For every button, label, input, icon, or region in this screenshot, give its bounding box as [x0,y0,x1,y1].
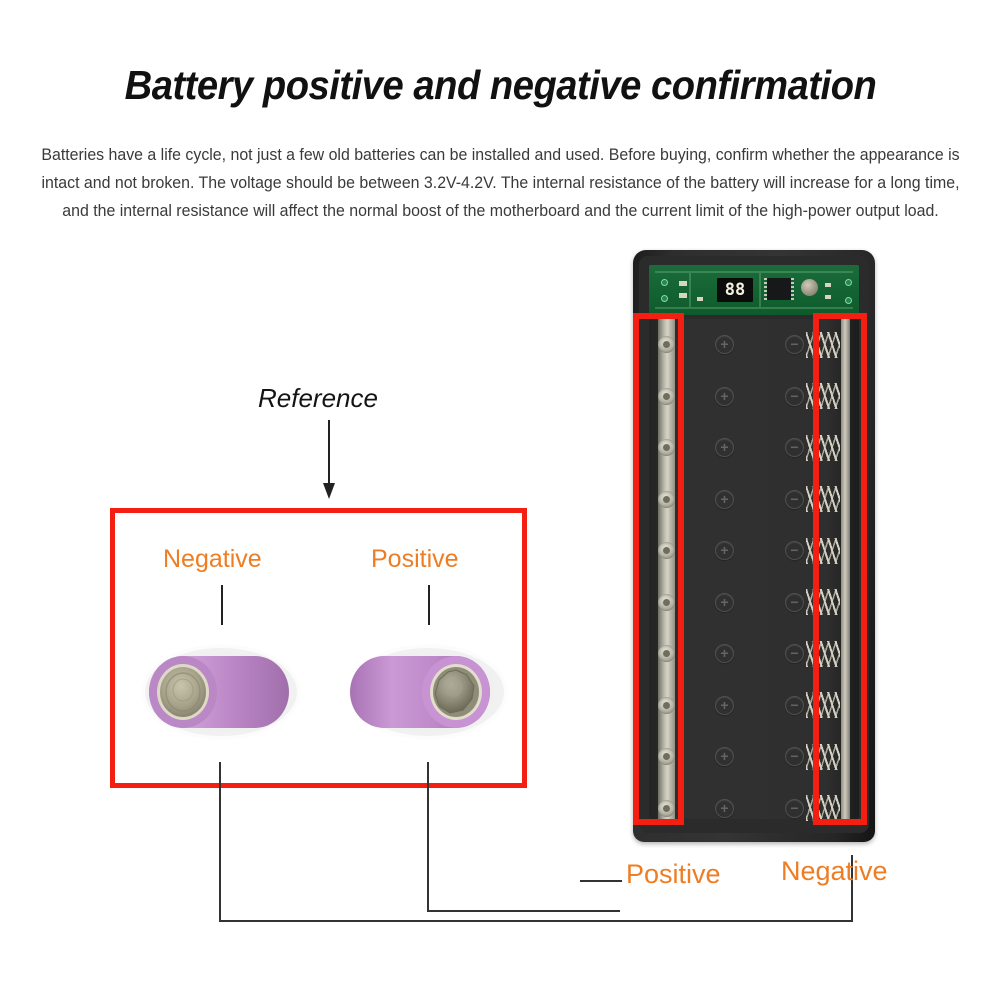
slot-minus-mark: − [785,335,804,355]
slot-negative-spring [806,589,840,616]
potentiometer [801,279,818,296]
battery-slot: +− [649,680,859,732]
slot-minus-mark: − [785,644,804,664]
battery-bay: +−+−+−+−+−+−+−+−+−+− [649,319,859,822]
device-pcb: 88 [649,265,859,315]
leader-line-positive-horizontal [427,910,620,912]
leader-line-negative-vertical [219,762,221,922]
slot-positive-contact [658,387,675,405]
battery-slot: +− [649,474,859,526]
device-positive-label: Positive [626,859,721,889]
battery-slot: +− [649,628,859,680]
slot-plus-mark: + [715,695,734,715]
slot-minus-mark: − [785,747,804,767]
slot-plus-mark: + [715,489,734,509]
slot-positive-contact [658,542,675,560]
slot-positive-contact [658,490,675,508]
leader-line-positive-vertical [427,762,429,912]
slot-positive-contact [658,593,675,611]
slot-positive-contact [658,439,675,457]
slot-negative-spring [806,486,840,513]
controller-chip [764,278,794,300]
leader-line-negative-riser [851,855,853,922]
battery-slot: +− [649,371,859,423]
slot-negative-spring [806,692,840,719]
slot-plus-mark: + [715,335,734,355]
battery-cell-positive-photo [348,644,508,740]
reference-positive-caption: Positive [371,545,459,573]
reference-arrow-icon [323,420,335,499]
slot-positive-contact [658,336,675,354]
battery-slot: +− [649,319,859,371]
negative-spring-rail [841,319,850,819]
slot-negative-spring [806,640,840,667]
device-positive-highlight [633,313,684,825]
slot-minus-mark: − [785,695,804,715]
slot-minus-mark: − [785,798,804,818]
device-inner-frame: 88 +−+−+−+−+−+−+−+−+−+− [639,256,869,833]
slot-negative-spring [806,434,840,461]
slot-plus-mark: + [715,438,734,458]
battery-cell-negative-photo [141,644,301,740]
reference-label: Reference [258,383,378,413]
slot-minus-mark: − [785,541,804,561]
device-negative-highlight [813,313,867,825]
slot-positive-contact [658,645,675,663]
slot-plus-mark: + [715,541,734,561]
slot-plus-mark: + [715,747,734,767]
battery-slot: +− [649,422,859,474]
slot-positive-contact [658,748,675,766]
slot-minus-mark: − [785,592,804,612]
slot-minus-mark: − [785,386,804,406]
leader-line-negative-horizontal [219,920,853,922]
slot-minus-mark: − [785,438,804,458]
slot-plus-mark: + [715,798,734,818]
voltage-display: 88 [717,278,753,302]
positive-caption-tick [428,585,430,625]
battery-holder-device: 88 +−+−+−+−+−+−+−+−+−+− [633,250,875,842]
slot-minus-mark: − [785,489,804,509]
slot-plus-mark: + [715,386,734,406]
battery-slot: +− [649,577,859,629]
battery-slot: +− [649,525,859,577]
slot-negative-spring [806,743,840,770]
slot-negative-spring [806,331,840,358]
slot-negative-spring [806,795,840,822]
slot-negative-spring [806,383,840,410]
slot-negative-spring [806,537,840,564]
intro-paragraph: Batteries have a life cycle, not just a … [41,146,960,220]
leader-line-device-positive [580,880,622,882]
slot-positive-contact [658,799,675,817]
device-negative-label: Negative [781,856,888,886]
slot-positive-contact [658,696,675,714]
slot-plus-mark: + [715,592,734,612]
voltage-display-value: 88 [724,279,746,300]
reference-negative-caption: Negative [163,545,262,573]
page-title: Battery positive and negative confirmati… [124,62,877,108]
battery-slot: +− [649,731,859,783]
slot-plus-mark: + [715,644,734,664]
battery-slot: +− [649,783,859,835]
negative-caption-tick [221,585,223,625]
